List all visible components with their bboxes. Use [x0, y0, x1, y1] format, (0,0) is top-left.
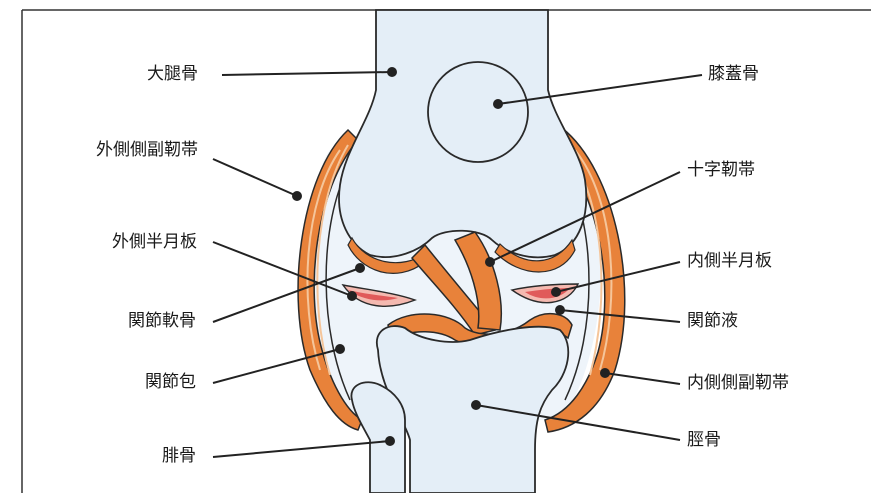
label-synovial-fluid: 関節液 — [687, 313, 738, 330]
label-lateral-meniscus: 外側半月板 — [112, 234, 197, 251]
label-medial-meniscus: 内側半月板 — [687, 253, 772, 270]
label-femur: 大腿骨 — [147, 66, 198, 83]
label-cruciate-ligament: 十字靭帯 — [687, 162, 755, 179]
leader-lateral-collateral-ligament — [213, 159, 297, 196]
label-lateral-collateral-ligament: 外側側副靭帯 — [96, 142, 198, 159]
leader-fibula — [213, 441, 390, 457]
label-patella: 膝蓋骨 — [708, 66, 759, 83]
label-tibia: 脛骨 — [687, 432, 721, 449]
label-fibula: 腓骨 — [162, 448, 196, 465]
leader-medial-collateral-ligament — [605, 373, 680, 384]
label-articular-cartilage: 関節軟骨 — [128, 313, 196, 330]
label-joint-capsule: 関節包 — [145, 374, 196, 391]
label-medial-collateral-ligament: 内側側副靭帯 — [687, 375, 789, 392]
leader-femur — [222, 72, 392, 75]
patella-shape — [428, 62, 528, 162]
fibula-shape — [351, 382, 405, 493]
